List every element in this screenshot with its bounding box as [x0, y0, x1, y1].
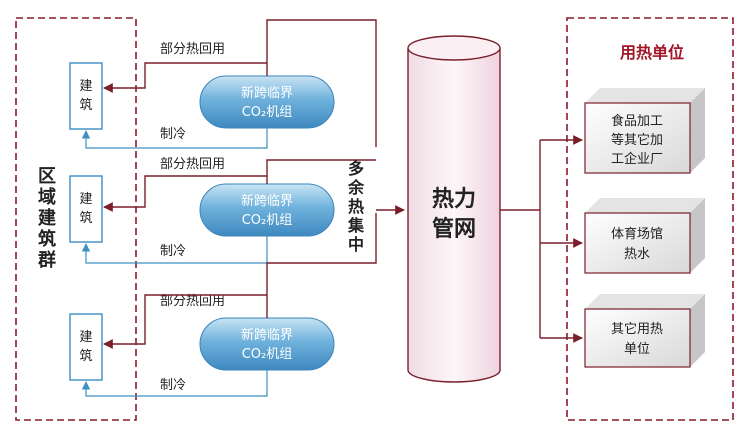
- co2-unit-label: 新跨临界: [241, 327, 293, 343]
- excess-char: 余: [347, 178, 365, 197]
- heat-user-food-processing: 食品加工 等其它加 工企业厂: [584, 88, 705, 174]
- heat-user-label: 单位: [624, 342, 650, 357]
- cooling-label: 制冷: [160, 378, 186, 393]
- building-group-frame: [15, 17, 137, 421]
- heat-return-line: [103, 175, 267, 212]
- building-group-title: 区 域 建 筑 群: [38, 166, 56, 271]
- row-3: 建 筑 新跨临界 CO₂机组 部分热回用 制冷: [69, 213, 377, 397]
- heat-user-label: 热水: [624, 247, 650, 262]
- group-title-char: 域: [38, 186, 56, 208]
- building-label: 筑: [79, 210, 92, 226]
- cooling-line: [81, 128, 268, 149]
- excess-char: 热: [348, 197, 364, 216]
- cooling-label: 制冷: [160, 244, 186, 259]
- building-label: 建: [79, 330, 92, 345]
- heat-reuse-label: 部分热回用: [160, 42, 225, 57]
- building-label: 筑: [79, 348, 92, 364]
- heat-user-other: 其它用热 单位: [584, 294, 705, 368]
- pipe-label: 管网: [432, 216, 476, 242]
- group-title-char: 群: [38, 249, 56, 271]
- heat-return-line: [266, 19, 377, 147]
- co2-unit-label: CO₂机组: [242, 213, 293, 228]
- cooling-label: 制冷: [160, 127, 186, 142]
- heat-user-stadium: 体育场馆 热水: [584, 198, 705, 274]
- heat-user-label: 体育场馆: [611, 226, 663, 242]
- co2-unit-label: 新跨临界: [241, 85, 293, 101]
- heat-pipe-network: 热力 管网: [407, 35, 501, 383]
- excess-heat-label: 多 余 热 集 中: [347, 159, 365, 254]
- excess-char: 集: [347, 216, 365, 235]
- heat-return-line: [103, 294, 267, 349]
- cooling-line: [81, 370, 268, 397]
- building-box: [69, 62, 103, 130]
- heat-user-label: 等其它加: [611, 132, 663, 148]
- co2-unit-label: 新跨临界: [241, 193, 293, 209]
- heat-users-frame: [566, 17, 734, 421]
- heat-users-title: 用热单位: [620, 43, 684, 62]
- excess-char: 多: [348, 159, 364, 178]
- heat-user-label: 其它用热: [611, 321, 663, 337]
- pipe-label: 热力: [432, 186, 476, 212]
- group-title-char: 区: [38, 166, 56, 187]
- cooling-line: [81, 236, 268, 264]
- building-label: 建: [79, 192, 92, 207]
- excess-char: 中: [348, 235, 364, 254]
- building-box: [69, 313, 103, 381]
- co2-unit-label: CO₂机组: [242, 347, 293, 362]
- building-label: 筑: [79, 97, 92, 113]
- row-2: 建 筑 新跨临界 CO₂机组 部分热回用 制冷: [69, 157, 376, 264]
- building-box: [69, 175, 103, 243]
- co2-unit: [199, 317, 335, 371]
- heat-user-label: 食品加工: [611, 113, 663, 129]
- group-title-char: 建: [38, 207, 56, 229]
- heat-user-label: 工企业厂: [611, 151, 663, 167]
- heat-reuse-label: 部分热回用: [160, 157, 225, 172]
- heat-return-line: [266, 213, 377, 318]
- co2-unit: [199, 183, 335, 237]
- co2-unit-label: CO₂机组: [242, 105, 293, 120]
- co2-unit: [199, 75, 335, 129]
- heat-reuse-label: 部分热回用: [160, 294, 225, 309]
- row-1: 建 筑 新跨临界 CO₂机组 部分热回用 制冷: [69, 19, 377, 149]
- heat-return-line: [103, 62, 267, 93]
- group-title-char: 筑: [38, 228, 56, 250]
- building-label: 建: [79, 79, 92, 94]
